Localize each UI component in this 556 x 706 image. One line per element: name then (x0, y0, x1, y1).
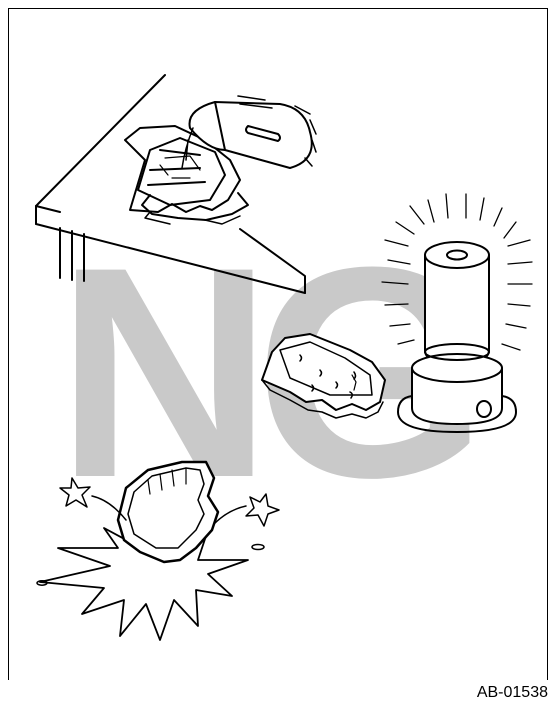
figure-code: AB-01538 (477, 684, 548, 702)
heater-icon (382, 194, 532, 432)
star-icon (214, 494, 279, 526)
airbag-module-icon (262, 334, 385, 418)
star-icon (60, 478, 126, 520)
